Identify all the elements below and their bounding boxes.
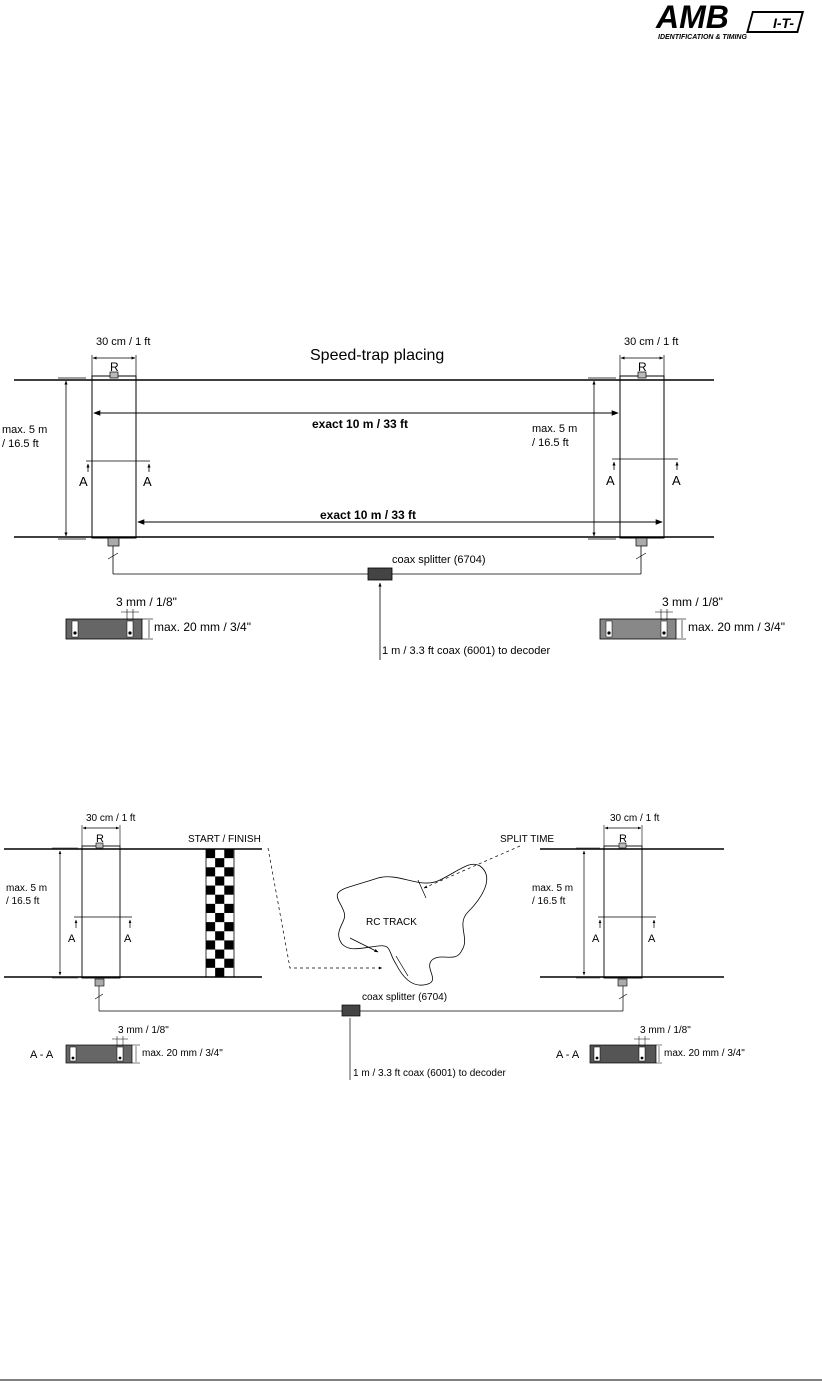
diagram-rc-track: R 30 cm / 1 ft max. 5 m / 16.5 ft A A ST… (4, 813, 745, 1080)
loop-right-r-connector (637, 371, 647, 379)
split-time-label: SPLIT TIME (500, 834, 554, 845)
loop-left-r-connector (109, 371, 119, 379)
split-time-pointer (423, 845, 521, 889)
right-max-1: max. 5 m (532, 423, 577, 435)
loop2-right (603, 845, 643, 979)
loop-right-feed (635, 537, 648, 547)
right-max-2: / 16.5 ft (532, 437, 569, 449)
checker-square (224, 849, 234, 859)
section-a-3: A (606, 473, 615, 488)
loop2-left-width: 30 cm / 1 ft (86, 813, 136, 824)
section2-right-label: A - A (556, 1049, 580, 1061)
coax2-label: 1 m / 3.3 ft coax (6001) to decoder (353, 1068, 507, 1079)
checker-square (224, 885, 234, 895)
checker-square (215, 876, 225, 886)
rc-track-start-mark (395, 955, 409, 977)
diagram1-title: Speed-trap placing (310, 347, 444, 364)
checker-square (206, 958, 216, 968)
loop-left-width-label: 30 cm / 1 ft (96, 336, 150, 348)
loop-right-width-label: 30 cm / 1 ft (624, 336, 678, 348)
section-a-1: A (79, 474, 88, 489)
logo-brand: AMB (655, 0, 729, 35)
splitter-label: coax splitter (6704) (392, 554, 486, 566)
amb-logo: AMB I-T- IDENTIFICATION & TIMING (655, 0, 805, 41)
gap2-left: 3 mm / 1/8" (118, 1025, 169, 1036)
exact-bottom-label: exact 10 m / 33 ft (320, 508, 416, 522)
checker-square (215, 858, 225, 868)
gap-left: 3 mm / 1/8" (116, 595, 177, 609)
section2-a-3: A (592, 933, 600, 945)
depth-right: max. 20 mm / 3/4" (688, 620, 785, 634)
checker-square (224, 940, 234, 950)
checker-square (206, 885, 216, 895)
exact-top-label: exact 10 m / 33 ft (312, 417, 408, 431)
loop-right-r-label: R (638, 360, 647, 374)
gap-right: 3 mm / 1/8" (662, 595, 723, 609)
diagram-speed-trap: Speed-trap placing R 30 cm / 1 ft max. 5… (2, 336, 785, 660)
loop2-right-max-1: max. 5 m (532, 883, 573, 894)
loop2-left-max-1: max. 5 m (6, 883, 47, 894)
gap2-right: 3 mm / 1/8" (640, 1025, 691, 1036)
loop2-left-r: R (96, 833, 104, 845)
checker-square (206, 903, 216, 913)
splitter2-label: coax splitter (6704) (362, 992, 447, 1003)
checker-square (206, 940, 216, 950)
loop2-right-r: R (619, 833, 627, 845)
checker-square (224, 958, 234, 968)
coax-label: 1 m / 3.3 ft coax (6001) to decoder (382, 645, 550, 657)
section2-a-2: A (124, 933, 132, 945)
start-finish-pointer (267, 847, 383, 970)
depth2-right: max. 20 mm / 3/4" (664, 1048, 745, 1059)
section-a-4: A (672, 473, 681, 488)
checker-square (224, 867, 234, 877)
loop2-right-feed (617, 978, 628, 987)
coax2-splitter (341, 1004, 361, 1017)
left-max-1: max. 5 m (2, 424, 47, 436)
rc-track-direction-arrow (349, 937, 379, 953)
checker-square (215, 949, 225, 959)
left-max-2: / 16.5 ft (2, 438, 39, 450)
section2-left-label: A - A (30, 1049, 54, 1061)
section2-a-4: A (648, 933, 656, 945)
checker-square (215, 931, 225, 941)
coax-splitter (367, 567, 393, 581)
cross-section2-left (65, 1044, 133, 1064)
logo-tagline: IDENTIFICATION & TIMING (658, 34, 747, 41)
rc-track-label: RC TRACK (366, 917, 417, 928)
checker-square (224, 922, 234, 932)
checker-square (206, 849, 216, 859)
rc-track-outline (336, 863, 488, 986)
depth2-left: max. 20 mm / 3/4" (142, 1048, 223, 1059)
section-a-2: A (143, 474, 152, 489)
checker-square (215, 967, 225, 977)
section2-a-1: A (68, 933, 76, 945)
rc-track-split-mark (417, 879, 427, 899)
start-finish-label: START / FINISH (188, 834, 261, 845)
checker-square (206, 867, 216, 877)
loop2-left-max-2: / 16.5 ft (6, 896, 40, 907)
loop2-right-max-2: / 16.5 ft (532, 896, 566, 907)
checker-square (215, 894, 225, 904)
checker-square (206, 922, 216, 932)
depth-left: max. 20 mm / 3/4" (154, 620, 251, 634)
cross-section-left (65, 618, 143, 640)
loop-right (619, 375, 665, 539)
start-finish-checkered-line (206, 849, 234, 977)
loop-left (91, 375, 137, 539)
logo-suffix-box (746, 11, 805, 33)
loop2-left-feed (94, 978, 105, 987)
cross-section-right (599, 618, 677, 640)
loop-left-r-label: R (110, 360, 119, 374)
loop2-left (81, 845, 121, 979)
loop-left-feed (107, 537, 120, 547)
logo-suffix: I-T- (773, 15, 794, 31)
checker-square (215, 912, 225, 923)
loop2-right-width: 30 cm / 1 ft (610, 813, 660, 824)
checker-square (224, 903, 234, 913)
